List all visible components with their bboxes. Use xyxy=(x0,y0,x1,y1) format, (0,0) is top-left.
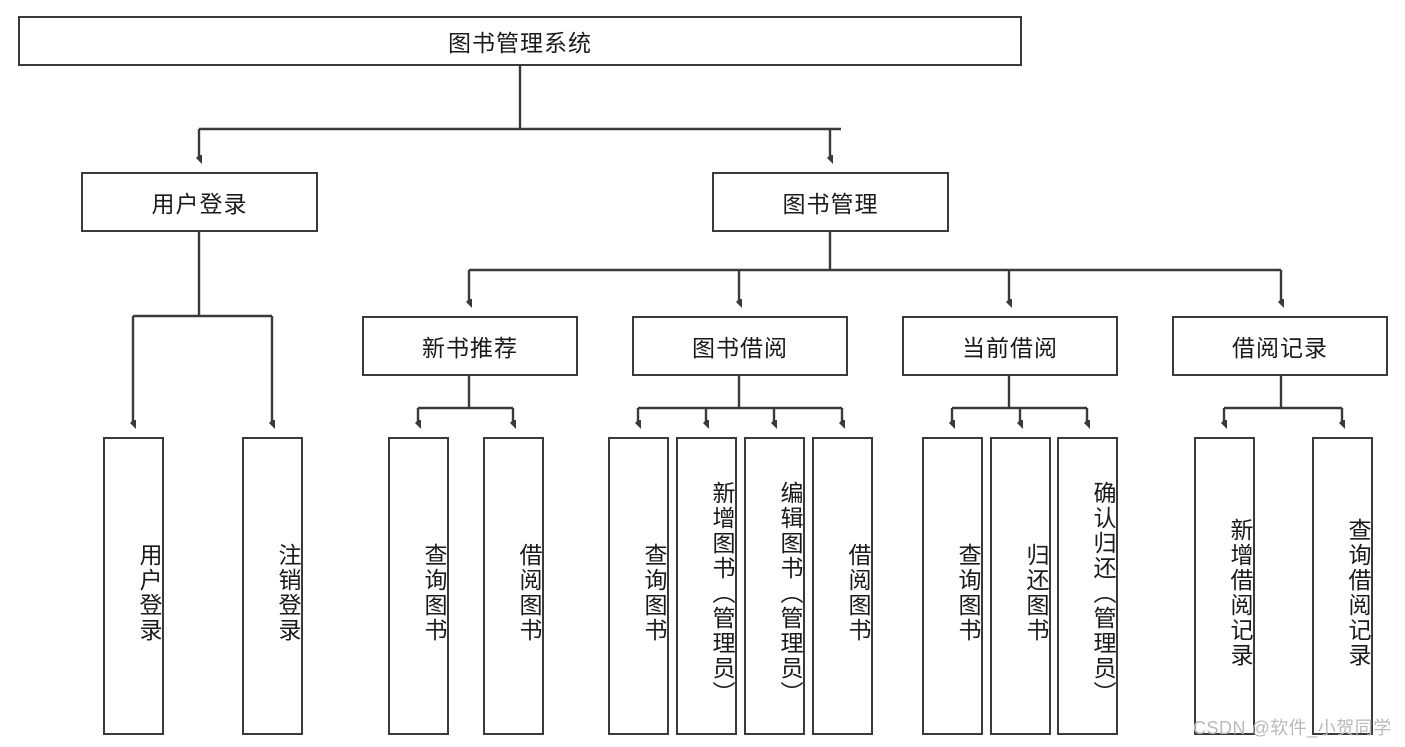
node-label: 借阅图书 xyxy=(516,543,542,643)
node-label: 借阅图书 xyxy=(845,543,871,643)
leaf-query-book-new-recommend[interactable]: 查询图书 xyxy=(388,437,449,735)
node-book-borrow[interactable]: 图书借阅 xyxy=(632,316,848,376)
node-label: 用户登录 xyxy=(136,543,162,643)
node-current-borrow[interactable]: 当前借阅 xyxy=(902,316,1118,376)
node-label: 新书推荐 xyxy=(422,335,518,361)
leaf-query-borrow-record[interactable]: 查询借阅记录 xyxy=(1312,437,1373,735)
node-new-book-recommend[interactable]: 新书推荐 xyxy=(362,316,578,376)
node-label: 查询借阅记录 xyxy=(1345,518,1371,668)
node-borrow-record[interactable]: 借阅记录 xyxy=(1172,316,1388,376)
node-label: 查询图书 xyxy=(955,543,981,643)
node-label: 确认归还（管理员） xyxy=(1090,480,1116,706)
node-label: 查询图书 xyxy=(421,543,447,643)
node-book-management-system[interactable]: 图书管理系统 xyxy=(18,16,1022,66)
leaf-add-book-admin[interactable]: 新增图书（管理员） xyxy=(676,437,737,735)
csdn-watermark: CSDN @软件_小贺同学 xyxy=(1193,718,1392,738)
leaf-logout-login[interactable]: 注销登录 xyxy=(242,437,303,735)
node-label: 新增图书（管理员） xyxy=(709,480,735,706)
leaf-confirm-return-admin[interactable]: 确认归还（管理员） xyxy=(1057,437,1118,735)
node-label: 用户登录 xyxy=(151,191,248,217)
leaf-user-login[interactable]: 用户登录 xyxy=(103,437,164,735)
node-label: 图书借阅 xyxy=(692,335,788,361)
node-label: 新增借阅记录 xyxy=(1227,518,1253,668)
leaf-add-borrow-record[interactable]: 新增借阅记录 xyxy=(1194,437,1255,735)
leaf-borrow-book-borrow[interactable]: 借阅图书 xyxy=(812,437,873,735)
node-label: 图书管理 xyxy=(782,191,879,217)
node-label: 查询图书 xyxy=(641,543,667,643)
node-user-login[interactable]: 用户登录 xyxy=(81,172,318,232)
node-book-management[interactable]: 图书管理 xyxy=(712,172,949,232)
node-label: 图书管理系统 xyxy=(448,30,592,56)
node-label: 编辑图书（管理员） xyxy=(777,480,803,706)
node-label: 借阅记录 xyxy=(1232,335,1328,361)
leaf-query-book-borrow[interactable]: 查询图书 xyxy=(608,437,669,735)
leaf-query-book-current[interactable]: 查询图书 xyxy=(922,437,983,735)
node-label: 当前借阅 xyxy=(962,335,1058,361)
node-label: 注销登录 xyxy=(275,543,301,643)
leaf-edit-book-admin[interactable]: 编辑图书（管理员） xyxy=(744,437,805,735)
leaf-borrow-book-new-recommend[interactable]: 借阅图书 xyxy=(483,437,544,735)
leaf-return-book[interactable]: 归还图书 xyxy=(990,437,1051,735)
node-label: 归还图书 xyxy=(1023,543,1049,643)
